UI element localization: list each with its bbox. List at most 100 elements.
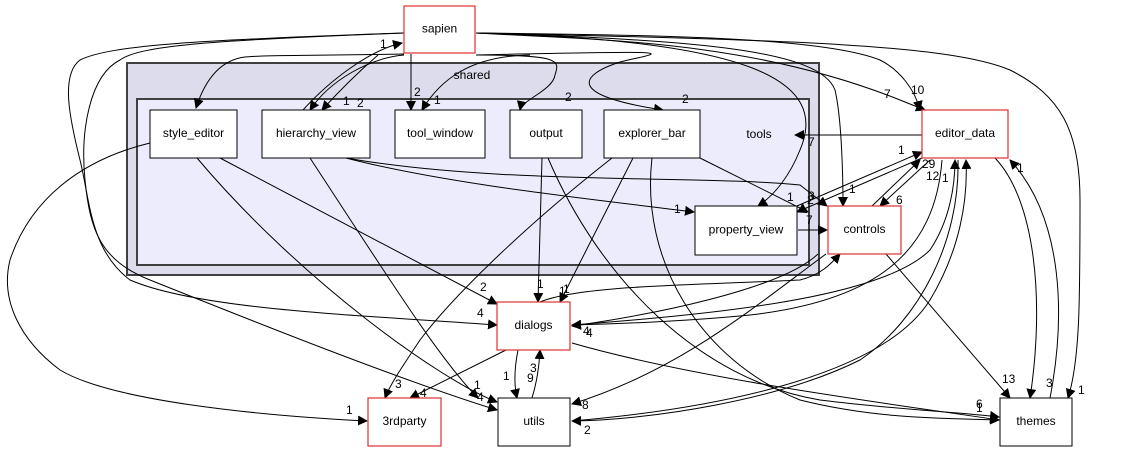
node-label: themes: [1016, 414, 1055, 428]
edge-label: 2: [565, 90, 572, 104]
edge-label: 1: [787, 190, 794, 204]
edge-controls-utils: [571, 253, 827, 407]
edge-label: 7: [808, 135, 815, 149]
edge-explorer_bar-dialogs: [559, 157, 634, 303]
node-label: style_editor: [163, 126, 224, 140]
node-label: explorer_bar: [618, 126, 685, 140]
edge-editor_data-property_view: [796, 157, 923, 214]
edge-sapien-utils: [83, 32, 498, 413]
node-label: hierarchy_view: [276, 126, 356, 140]
edge-label: 2: [357, 96, 364, 110]
edge-dialogs-editor_data: [571, 159, 960, 326]
edge-sapien-hierarchy_view-2: [321, 54, 379, 111]
edge-label: 3: [395, 377, 402, 391]
edge-label: 6: [976, 397, 983, 411]
edge-sapien-hierarchy_view-1: [309, 54, 405, 111]
edge-label: 10: [911, 83, 925, 97]
edge-label: 29: [922, 157, 936, 171]
edge-editor_data-controls: [879, 159, 931, 207]
edge-sapien-controls: [475, 32, 848, 207]
node-property_view[interactable]: property_view: [694, 205, 798, 256]
edge-label: 1: [559, 284, 566, 298]
edge-property_view-editor_data: [796, 150, 923, 207]
edge-label: 1: [898, 143, 905, 157]
node-sapien[interactable]: sapien: [403, 5, 476, 54]
edge-label: 1: [343, 94, 350, 108]
node-label: output: [529, 126, 563, 140]
edge-label: 1: [380, 37, 387, 51]
edge-label: 1: [674, 202, 681, 216]
edge-label: 1: [537, 277, 544, 291]
edge-editor_data-utils: [571, 159, 959, 426]
edge-label: 12: [926, 169, 940, 183]
cluster-tools-label: tools: [746, 127, 771, 141]
node-utils[interactable]: utils: [497, 397, 571, 447]
node-editor_data[interactable]: editor_data: [921, 109, 1009, 159]
edge-sapien-property_view: [475, 32, 807, 207]
node-tool_window[interactable]: tool_window: [394, 109, 486, 159]
node-explorer_bar[interactable]: explorer_bar: [603, 109, 701, 159]
edge-sapien-themes: [475, 32, 1081, 399]
edge-explorer_bar-3rdparty: [383, 157, 613, 399]
edge-label: 2: [414, 85, 421, 99]
edge-dialogs-themes: [571, 342, 1000, 424]
edge-hierarchy_view-property_view: [345, 157, 695, 216]
edge-dialogs-utils: [510, 349, 520, 399]
node-3rdparty[interactable]: 3rdparty: [367, 397, 442, 447]
edge-dialogs-controls: [539, 253, 841, 303]
node-hierarchy_view[interactable]: hierarchy_view: [261, 109, 371, 159]
edge-label: 2: [584, 423, 591, 437]
edge-style_editor-3rdparty: [6, 142, 368, 426]
node-style_editor[interactable]: style_editor: [149, 109, 238, 159]
node-label: utils: [523, 414, 544, 428]
edge-dialogs-3rdparty: [409, 349, 507, 399]
node-label: 3rdparty: [382, 414, 426, 428]
edge-label: 1: [1017, 161, 1024, 175]
edge-hierarchy_view-utils: [309, 157, 479, 399]
node-label: controls: [843, 222, 885, 236]
edge-label: 1: [474, 378, 481, 392]
edge-sapien-explorer_bar: [475, 51, 664, 114]
node-controls[interactable]: controls: [827, 205, 902, 255]
edge-label: 9: [527, 371, 534, 385]
edge-label: 4: [583, 324, 590, 338]
node-output[interactable]: output: [509, 109, 583, 159]
edge-sapien-style_editor: [193, 53, 405, 109]
edge-label: 3: [1046, 376, 1053, 390]
edge-label: 2: [480, 280, 487, 294]
edge-label: 2: [682, 92, 689, 106]
edge-label: 13: [1002, 372, 1016, 386]
edge-editor_data-dialogs: [571, 159, 943, 330]
edge-hierarchy_view-controls: [345, 157, 828, 207]
edge-label: 1: [503, 369, 510, 383]
edge-editor_data-themes: [994, 157, 1038, 399]
cluster-shared-label: shared: [454, 68, 491, 82]
edge-output-dialogs: [533, 157, 544, 303]
node-themes[interactable]: themes: [999, 397, 1073, 447]
edge-label: 1: [976, 401, 983, 415]
edge-explorer_bar-themes: [650, 157, 1000, 425]
edge-sapien-output: [475, 54, 558, 111]
edge-label: 4: [586, 326, 593, 340]
edge-label: 4: [477, 390, 484, 404]
edge-controls-themes: [885, 253, 1011, 399]
edge-sapien-tool_window-1: [421, 54, 531, 111]
node-label: tool_window: [407, 126, 473, 140]
edge-labels: 1 1 2 2 1 2 2 7 10 1 1 4 4 7 1 2 6 29 12…: [343, 37, 1085, 437]
node-dialogs[interactable]: dialogs: [496, 301, 571, 351]
edges: [6, 32, 1081, 426]
edge-label: 8: [582, 398, 589, 412]
edge-label: 4: [477, 306, 484, 320]
edge-style_editor-dialogs: [219, 157, 498, 305]
edge-label: 6: [896, 193, 903, 207]
edge-label: 1: [1078, 383, 1085, 397]
edge-label: 3: [530, 361, 537, 375]
edge-label: 1: [434, 93, 441, 107]
node-label: property_view: [709, 223, 784, 237]
edge-themes-editor_data: [1009, 159, 1060, 399]
edge-sapien-dialogs: [68, 32, 498, 330]
edge-label: 7: [806, 213, 813, 227]
edge-utils-editor_data: [571, 159, 972, 422]
edge-explorer_bar-controls: [699, 157, 809, 213]
